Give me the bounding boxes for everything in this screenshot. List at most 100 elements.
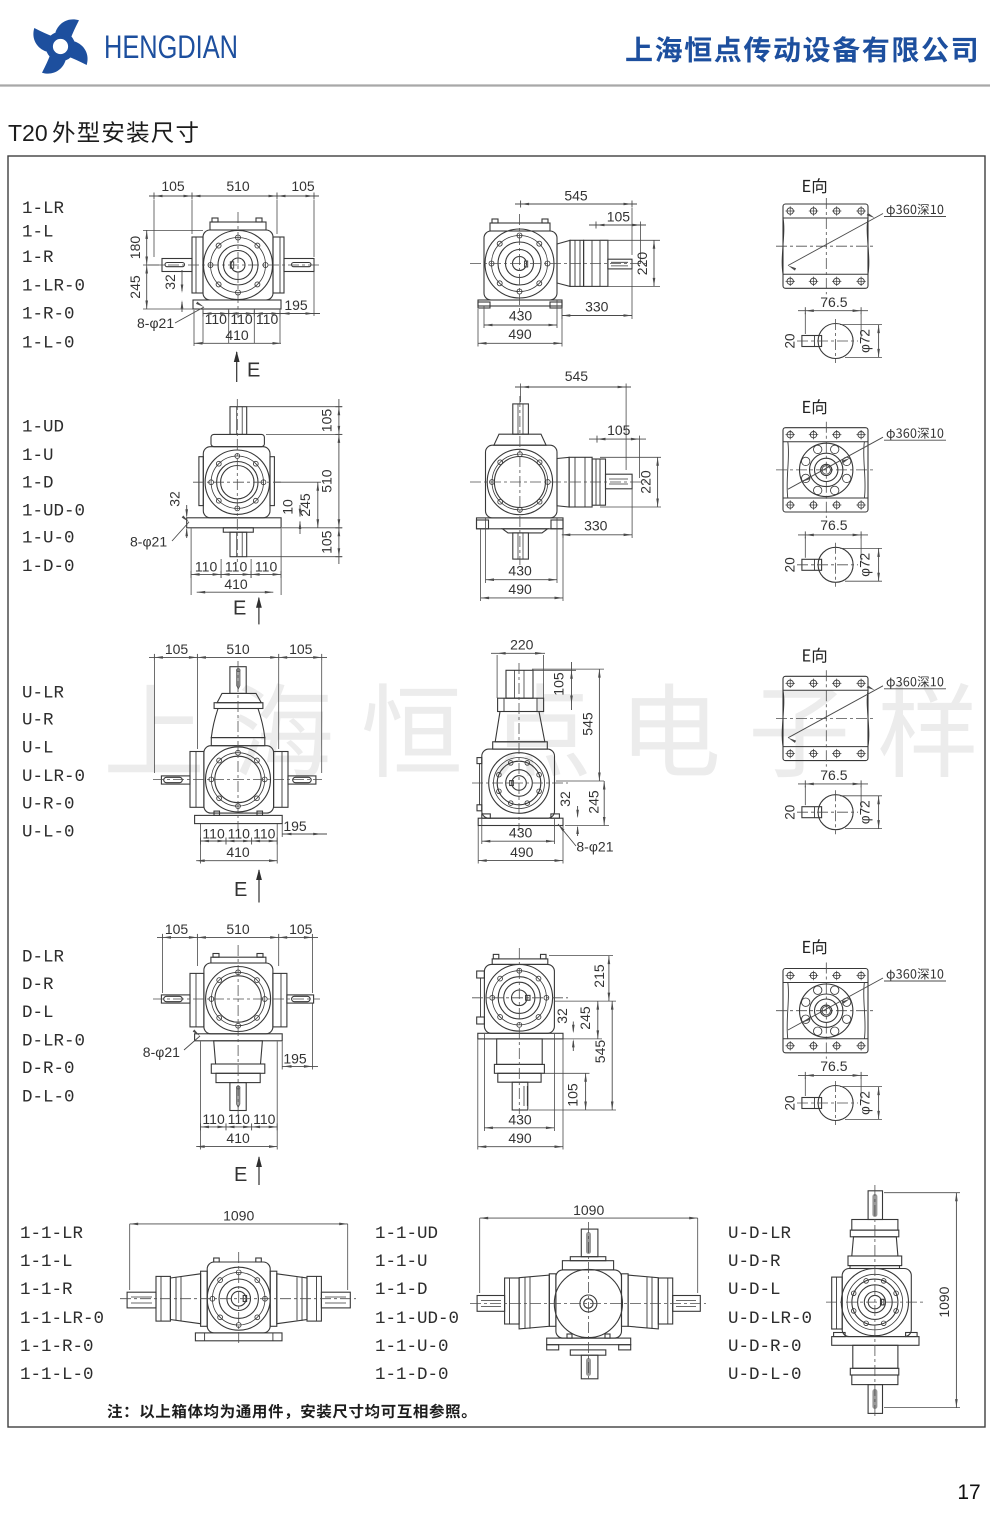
svg-text:1-1-D-0: 1-1-D-0 xyxy=(375,1365,449,1385)
svg-text:545: 545 xyxy=(564,188,588,204)
svg-text:110: 110 xyxy=(202,1111,225,1127)
svg-text:U-R-0: U-R-0 xyxy=(22,794,75,814)
svg-text:1-R-0: 1-R-0 xyxy=(22,305,75,325)
svg-text:1-U-0: 1-U-0 xyxy=(22,529,75,549)
svg-text:1-L: 1-L xyxy=(22,223,54,243)
svg-text:20: 20 xyxy=(783,805,798,820)
svg-text:8-φ21: 8-φ21 xyxy=(137,315,174,331)
svg-text:105: 105 xyxy=(289,921,313,937)
svg-text:105: 105 xyxy=(165,921,189,937)
svg-text:32: 32 xyxy=(554,1008,570,1024)
svg-text:φ72: φ72 xyxy=(858,329,873,353)
svg-text:545: 545 xyxy=(592,1040,608,1064)
svg-text:76.5: 76.5 xyxy=(820,767,847,783)
svg-text:U-LR-0: U-LR-0 xyxy=(22,767,85,787)
svg-text:20: 20 xyxy=(783,557,798,572)
svg-text:430: 430 xyxy=(509,308,533,324)
svg-text:110: 110 xyxy=(202,826,225,842)
svg-text:105: 105 xyxy=(165,641,189,657)
svg-text:195: 195 xyxy=(283,818,307,834)
svg-text:510: 510 xyxy=(226,641,250,657)
svg-text:110: 110 xyxy=(256,311,279,327)
svg-text:545: 545 xyxy=(580,712,596,736)
svg-text:1-L-0: 1-L-0 xyxy=(22,334,75,354)
svg-text:510: 510 xyxy=(319,469,335,493)
svg-text:1-LR: 1-LR xyxy=(22,199,65,219)
svg-text:105: 105 xyxy=(291,178,315,194)
svg-text:330: 330 xyxy=(585,299,609,315)
svg-text:76.5: 76.5 xyxy=(820,1058,847,1074)
svg-text:110: 110 xyxy=(225,559,248,575)
svg-text:10: 10 xyxy=(280,499,296,515)
svg-text:8-φ21: 8-φ21 xyxy=(576,839,613,855)
svg-text:110: 110 xyxy=(253,1111,276,1127)
svg-text:U-L-0: U-L-0 xyxy=(22,823,75,843)
svg-text:φ72: φ72 xyxy=(858,1091,873,1115)
svg-text:1-UD: 1-UD xyxy=(22,418,64,438)
svg-text:1-UD-0: 1-UD-0 xyxy=(22,502,85,522)
svg-text:1-U: 1-U xyxy=(22,446,54,466)
svg-text:1-1-UD: 1-1-UD xyxy=(375,1224,438,1244)
svg-text:U-D-L-0: U-D-L-0 xyxy=(728,1365,802,1385)
svg-text:1-1-L-0: 1-1-L-0 xyxy=(20,1365,94,1385)
svg-text:430: 430 xyxy=(508,1111,532,1127)
svg-text:330: 330 xyxy=(584,518,608,534)
svg-text:245: 245 xyxy=(297,493,313,517)
svg-text:1-1-L: 1-1-L xyxy=(20,1252,73,1272)
svg-text:D-R: D-R xyxy=(22,975,54,995)
svg-text:8-φ21: 8-φ21 xyxy=(130,534,167,550)
svg-text:490: 490 xyxy=(510,844,534,860)
svg-text:U-D-R: U-D-R xyxy=(728,1252,781,1272)
svg-text:1-D: 1-D xyxy=(22,474,54,494)
svg-text:76.5: 76.5 xyxy=(820,294,847,310)
svg-text:E: E xyxy=(234,879,247,901)
svg-text:110: 110 xyxy=(253,826,276,842)
svg-text:430: 430 xyxy=(508,563,532,579)
svg-text:U-L: U-L xyxy=(22,739,54,759)
svg-text:1-1-LR: 1-1-LR xyxy=(20,1224,84,1244)
svg-text:1-1-U: 1-1-U xyxy=(375,1252,428,1272)
svg-text:410: 410 xyxy=(226,1130,250,1146)
svg-text:195: 195 xyxy=(284,297,308,313)
svg-text:32: 32 xyxy=(162,274,178,290)
svg-text:E: E xyxy=(233,598,246,620)
svg-text:110: 110 xyxy=(228,826,251,842)
svg-text:245: 245 xyxy=(586,790,602,814)
svg-text:105: 105 xyxy=(551,672,567,696)
svg-text:105: 105 xyxy=(565,1083,581,1107)
svg-text:490: 490 xyxy=(508,1130,532,1146)
svg-text:U-D-L: U-D-L xyxy=(728,1280,781,1300)
svg-text:20: 20 xyxy=(783,333,798,348)
svg-text:D-R-0: D-R-0 xyxy=(22,1059,75,1079)
svg-text:215: 215 xyxy=(591,964,607,988)
svg-text:T20: T20 xyxy=(8,120,48,146)
svg-text:17: 17 xyxy=(957,1481,980,1504)
svg-text:U-LR: U-LR xyxy=(22,683,65,703)
svg-text:410: 410 xyxy=(225,327,249,343)
svg-text:32: 32 xyxy=(167,491,183,507)
svg-text:1-D-0: 1-D-0 xyxy=(22,557,75,577)
svg-text:105: 105 xyxy=(607,422,631,438)
svg-text:D-L-0: D-L-0 xyxy=(22,1087,75,1107)
svg-text:105: 105 xyxy=(319,409,335,433)
svg-text:245: 245 xyxy=(127,275,143,299)
svg-text:1090: 1090 xyxy=(223,1208,254,1224)
svg-text:410: 410 xyxy=(224,576,248,592)
svg-text:20: 20 xyxy=(783,1095,798,1110)
svg-text:410: 410 xyxy=(226,844,250,860)
svg-text:1090: 1090 xyxy=(936,1286,952,1317)
svg-text:76.5: 76.5 xyxy=(820,517,847,533)
svg-text:1-LR-0: 1-LR-0 xyxy=(22,276,85,296)
svg-text:φ72: φ72 xyxy=(858,553,873,577)
svg-text:1-1-R-0: 1-1-R-0 xyxy=(20,1337,94,1357)
svg-text:220: 220 xyxy=(634,252,650,276)
svg-text:HENGDIAN: HENGDIAN xyxy=(104,29,238,65)
svg-text:110: 110 xyxy=(205,311,228,327)
svg-text:1-1-R: 1-1-R xyxy=(20,1280,73,1300)
svg-text:545: 545 xyxy=(565,368,589,384)
svg-text:1-1-U-0: 1-1-U-0 xyxy=(375,1337,449,1357)
svg-text:8-φ21: 8-φ21 xyxy=(143,1044,180,1060)
svg-text:U-R: U-R xyxy=(22,710,54,730)
svg-text:245: 245 xyxy=(577,1006,593,1030)
svg-text:105: 105 xyxy=(289,641,313,657)
